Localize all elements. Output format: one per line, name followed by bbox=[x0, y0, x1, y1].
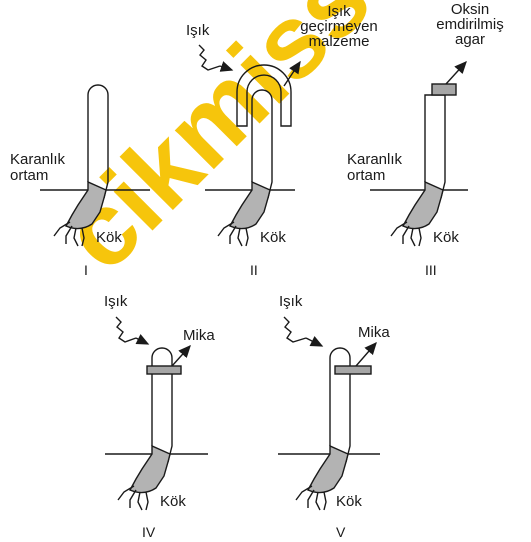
root-label-3: Kök bbox=[433, 230, 459, 246]
agar-pointer bbox=[446, 62, 466, 84]
mica-pointer-5 bbox=[356, 343, 376, 366]
experiment-number-4: IV bbox=[142, 524, 155, 540]
root-2 bbox=[230, 182, 270, 229]
experiment-4 bbox=[105, 317, 208, 510]
experiment-5 bbox=[278, 317, 380, 510]
coleoptile-1 bbox=[88, 85, 108, 198]
mica-pointer-4 bbox=[172, 346, 190, 366]
root-label-4: Kök bbox=[160, 494, 186, 510]
mica-label-5: Mika bbox=[358, 325, 390, 341]
experiment-number-3: III bbox=[425, 262, 437, 278]
opaque-cap bbox=[237, 65, 291, 126]
root-label-2: Kök bbox=[260, 230, 286, 246]
light-arrow-5 bbox=[306, 338, 322, 346]
coleoptile-5 bbox=[330, 348, 350, 462]
auxin-agar-label: Oksin emdirilmiş agar bbox=[420, 2, 520, 47]
root-3 bbox=[403, 182, 443, 229]
mica-4 bbox=[147, 366, 181, 374]
root-label-5: Kök bbox=[336, 494, 362, 510]
material-pointer bbox=[284, 62, 300, 86]
light-wave-4 bbox=[116, 317, 136, 342]
root-4 bbox=[130, 446, 170, 493]
experiment-2 bbox=[199, 45, 300, 246]
experiment-number-5: V bbox=[336, 524, 345, 540]
root-1 bbox=[66, 182, 106, 229]
light-label-4: Işık bbox=[104, 294, 127, 310]
root-5 bbox=[308, 446, 348, 493]
light-arrow-2 bbox=[220, 66, 232, 70]
root-label-1: Kök bbox=[96, 230, 122, 246]
experiment-number-1: I bbox=[84, 262, 88, 278]
light-label-5: Işık bbox=[279, 294, 302, 310]
mica-label-4: Mika bbox=[183, 328, 215, 344]
auxin-agar-block bbox=[432, 84, 456, 95]
coleoptile-3 bbox=[425, 95, 445, 198]
light-arrow-4 bbox=[136, 338, 148, 344]
opaque-material-label: Işık geçirmeyen malzeme bbox=[294, 4, 384, 49]
mica-5 bbox=[335, 366, 371, 374]
experiment-number-2: II bbox=[250, 262, 258, 278]
light-label-2: Işık bbox=[186, 23, 209, 39]
light-wave-5 bbox=[284, 317, 306, 342]
light-wave-2 bbox=[199, 45, 220, 70]
tip-4 bbox=[152, 348, 172, 366]
coleoptile-2 bbox=[252, 90, 272, 198]
